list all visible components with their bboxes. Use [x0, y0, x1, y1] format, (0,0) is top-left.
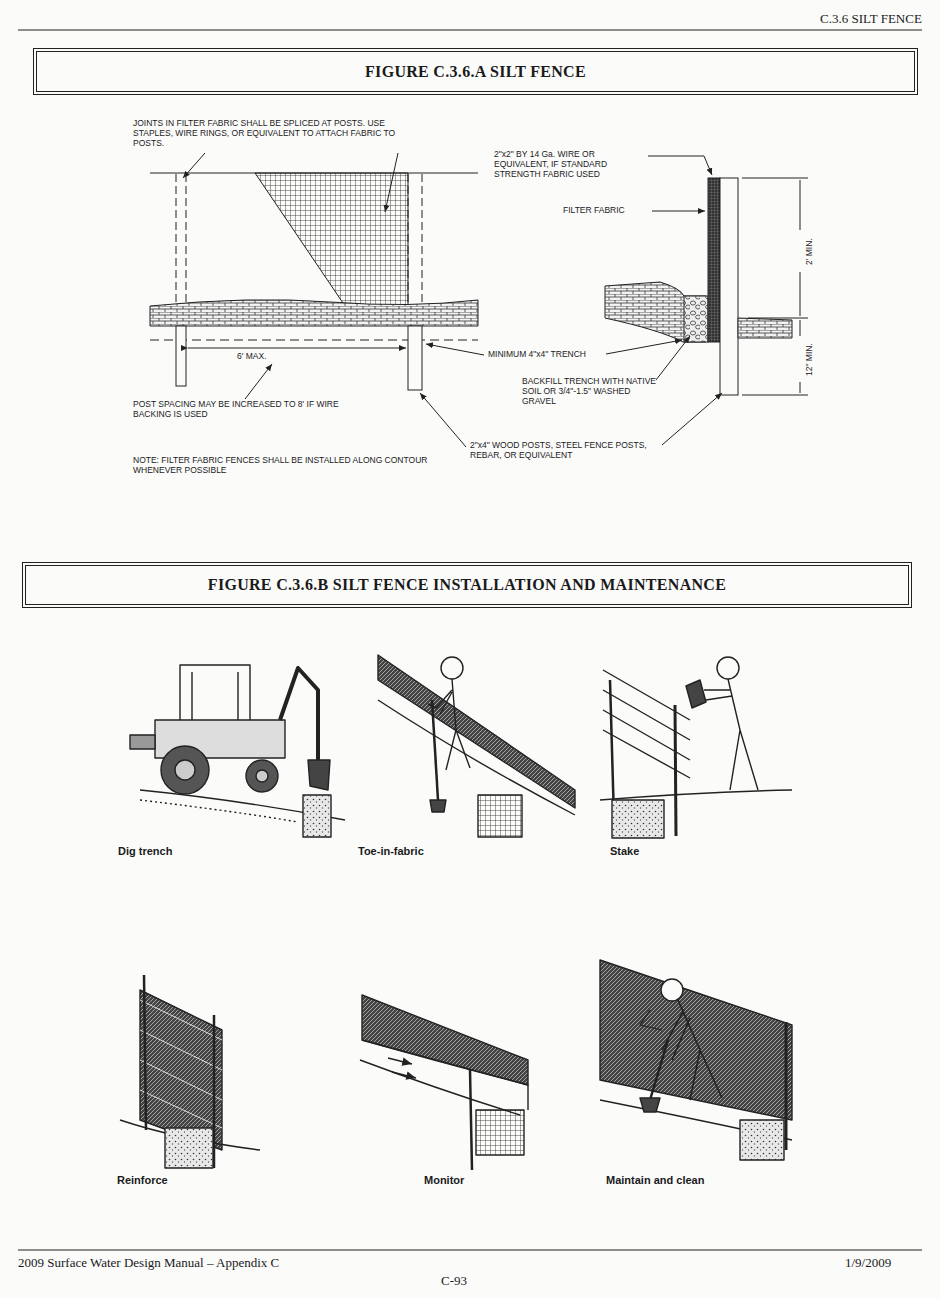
- figure-title: FIGURE C.3.6.B SILT FENCE INSTALLATION A…: [208, 576, 726, 594]
- note-text: JOINTS IN FILTER FABRIC SHALL BE SPLICED…: [133, 119, 413, 148]
- step-caption: Stake: [610, 845, 730, 858]
- callout-text: MINIMUM 4"x4" TRENCH: [488, 350, 606, 360]
- step-caption: Reinforce: [117, 1174, 237, 1187]
- figure-title: FIGURE C.3.6.A SILT FENCE: [365, 63, 586, 81]
- page-number: C-93: [441, 1274, 501, 1289]
- callout-text: 2"x2" BY 14 Ga. WIRE OR EQUIVALENT, IF S…: [494, 150, 646, 179]
- figure-title-box: FIGURE C.3.6.A SILT FENCE: [33, 48, 918, 95]
- note-text: POST SPACING MAY BE INCREASED TO 8' IF W…: [133, 400, 348, 420]
- callout-text: 2"x4" WOOD POSTS, STEEL FENCE POSTS, REB…: [470, 441, 670, 461]
- callout-text: BACKFILL TRENCH WITH NATIVE SOIL OR 3/4"…: [522, 377, 657, 406]
- note-text: NOTE: FILTER FABRIC FENCES SHALL BE INST…: [133, 456, 433, 476]
- callout-text: FILTER FABRIC: [563, 206, 651, 216]
- figure-title-box: FIGURE C.3.6.B SILT FENCE INSTALLATION A…: [22, 562, 912, 608]
- step-caption: Monitor: [424, 1174, 544, 1187]
- step-caption: Toe-in-fabric: [358, 845, 478, 858]
- dimension-label: 12" MIN.: [805, 341, 815, 378]
- step-caption: Dig trench: [118, 845, 238, 858]
- running-header: C.3.6 SILT FENCE: [820, 12, 930, 27]
- footer-date: 1/9/2009: [845, 1256, 925, 1271]
- footer-text: 2009 Surface Water Design Manual – Appen…: [18, 1256, 438, 1271]
- dimension-label: 2' MIN.: [805, 236, 815, 267]
- step-caption: Maintain and clean: [606, 1174, 756, 1187]
- dimension-label: 6' MAX.: [237, 352, 287, 362]
